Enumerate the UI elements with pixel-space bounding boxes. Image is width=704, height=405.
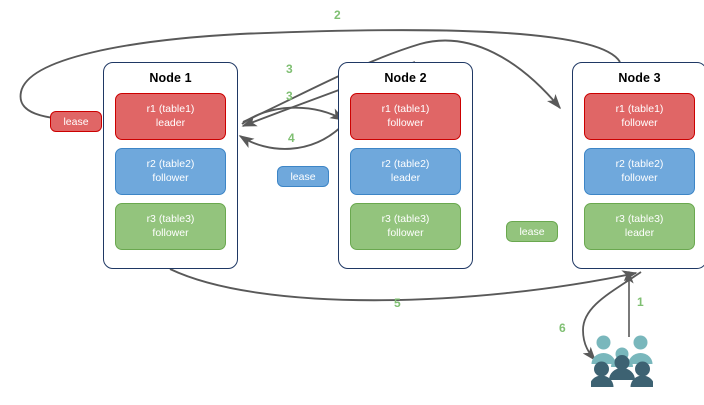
node-card-2[interactable]: Node 2 r1 (table1) follower r2 (table2) …	[338, 62, 473, 269]
replica-r3[interactable]: r3 (table3) follower	[350, 203, 461, 250]
replica-r2[interactable]: r2 (table2) follower	[115, 148, 226, 195]
replica-name: r1 (table1)	[615, 103, 664, 115]
replica-role: follower	[387, 116, 424, 129]
replica-role: follower	[152, 226, 189, 239]
edge-label-3-upper: 3	[286, 62, 293, 76]
replica-name: r1 (table1)	[381, 103, 430, 115]
replica-r3[interactable]: r3 (table3) leader	[584, 203, 695, 250]
node-card-3[interactable]: Node 3 r1 (table1) follower r2 (table2) …	[572, 62, 704, 269]
lease-badge-r3[interactable]: lease	[506, 221, 558, 242]
replica-role: follower	[152, 171, 189, 184]
replica-r2[interactable]: r2 (table2) leader	[350, 148, 461, 195]
edge-label-6: 6	[559, 321, 566, 335]
edge-label-1: 1	[637, 295, 644, 309]
replica-name: r2 (table2)	[615, 158, 664, 170]
edge-5-arrow	[169, 268, 638, 302]
replica-role: follower	[621, 116, 658, 129]
edge-label-2: 2	[334, 8, 341, 22]
node-title: Node 2	[384, 71, 427, 85]
lease-badge-r2[interactable]: lease	[277, 166, 329, 187]
replica-r2[interactable]: r2 (table2) follower	[584, 148, 695, 195]
replica-list: r1 (table1) follower r2 (table2) followe…	[584, 93, 695, 258]
edge-label-4: 4	[288, 131, 295, 145]
lease-badge-r1[interactable]: lease	[50, 111, 102, 132]
replica-role: leader	[390, 171, 421, 184]
replica-role: follower	[387, 226, 424, 239]
replica-r1[interactable]: r1 (table1) leader	[115, 93, 226, 140]
replica-list: r1 (table1) follower r2 (table2) leader …	[350, 93, 461, 258]
replica-name: r1 (table1)	[146, 103, 195, 115]
replica-name: r2 (table2)	[146, 158, 195, 170]
replica-name: r3 (table3)	[381, 213, 430, 225]
replica-r1[interactable]: r1 (table1) follower	[584, 93, 695, 140]
node-card-1[interactable]: Node 1 r1 (table1) leader r2 (table2) fo…	[103, 62, 238, 269]
users-group-icon	[591, 335, 653, 387]
replica-role: leader	[155, 116, 186, 129]
replica-r1[interactable]: r1 (table1) follower	[350, 93, 461, 140]
edge-label-3-lower: 3	[286, 89, 293, 103]
node-title: Node 3	[618, 71, 661, 85]
replica-name: r3 (table3)	[615, 213, 664, 225]
replica-name: r3 (table3)	[146, 213, 195, 225]
replica-list: r1 (table1) leader r2 (table2) follower …	[115, 93, 226, 258]
replica-role: follower	[621, 171, 658, 184]
node-title: Node 1	[149, 71, 192, 85]
edge-label-5: 5	[394, 296, 401, 310]
replica-name: r2 (table2)	[381, 158, 430, 170]
edge-3-arrow	[241, 106, 346, 125]
replica-role: leader	[624, 226, 655, 239]
replica-r3[interactable]: r3 (table3) follower	[115, 203, 226, 250]
